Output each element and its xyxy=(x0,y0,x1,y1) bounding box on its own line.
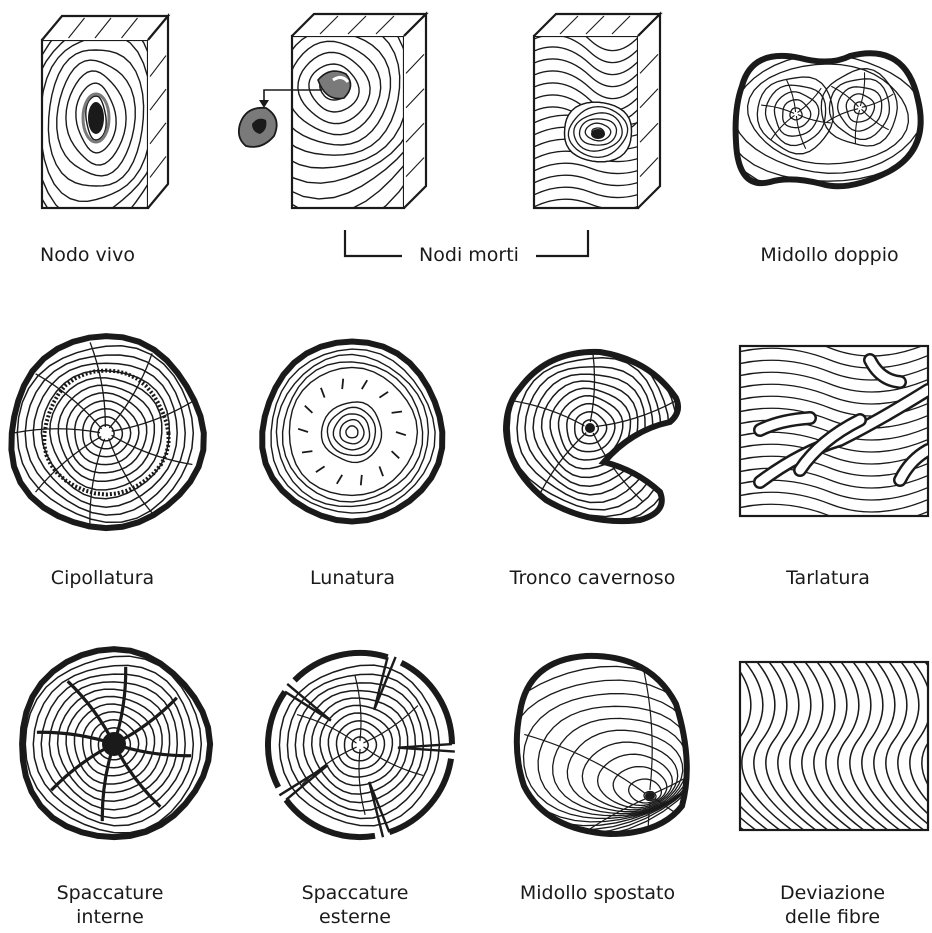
tarlatura-fibre xyxy=(730,504,932,524)
midollo-doppio-b-crack xyxy=(862,109,889,130)
nodo-morto-illustration-1 xyxy=(222,0,447,228)
nodo-morto-2-lines xyxy=(528,22,650,210)
tronco-cavernoso-pith xyxy=(585,423,595,433)
label-nodi-morti: Nodi morti xyxy=(405,243,533,267)
cipollatura-illustration xyxy=(11,336,203,528)
midollo-doppio-a-crack xyxy=(798,115,831,123)
midollo-doppio-outer-ring xyxy=(734,55,923,174)
cipollatura-bark xyxy=(11,336,203,528)
nodi-morti-bracket-left xyxy=(345,230,402,256)
nodo-morto-2-fibre xyxy=(528,175,650,186)
tarlatura-fibre xyxy=(730,348,932,368)
spaccature-esterne-bark xyxy=(268,692,285,788)
midollo-doppio-ring-a xyxy=(783,100,811,128)
nodi-morti-bracket-right xyxy=(536,230,588,256)
spaccature-esterne-illustration xyxy=(268,653,455,837)
midollo-doppio-outer-ring xyxy=(715,34,932,194)
label-tarlatura: Tarlatura xyxy=(768,566,888,590)
midollo-doppio-b-crack xyxy=(860,72,864,106)
tarlatura-fibre xyxy=(730,324,932,344)
deviazione-fibre xyxy=(680,656,740,836)
spaccature-interne-core xyxy=(102,732,126,756)
lunatura-heart-ring xyxy=(340,420,364,444)
midollo-spostato-ring xyxy=(582,742,677,810)
spaccature-esterne-crack xyxy=(364,747,424,776)
lunatura-moon-mark xyxy=(321,388,325,398)
lunatura-moon-mark xyxy=(396,432,406,435)
label-midollo-doppio: Midollo doppio xyxy=(742,243,917,267)
lunatura-heart-ring xyxy=(346,426,358,438)
nodo-vivo-illustration xyxy=(4,0,187,275)
nodo-morto-illustration-2 xyxy=(528,14,660,210)
lunatura-moon-mark xyxy=(337,475,342,484)
lunatura-moon-mark xyxy=(298,429,308,432)
lunatura-moon-mark xyxy=(305,406,313,413)
label-nodo-vivo: Nodo vivo xyxy=(40,243,180,267)
midollo-doppio-ring-a xyxy=(774,92,818,136)
midollo-spostato-ring xyxy=(479,653,712,830)
label-cipollatura: Cipollatura xyxy=(30,566,175,590)
label-spaccature-interne: Spaccatureinterne xyxy=(40,881,180,929)
nodo-vivo-block-side xyxy=(148,16,168,208)
lunatura-heart-ring xyxy=(322,402,382,463)
nodo-morto-2-fibre xyxy=(528,163,650,174)
lunatura-outer-ring xyxy=(289,367,417,495)
nodo-vivo-knot xyxy=(88,102,104,134)
spaccature-esterne-crack xyxy=(355,675,361,741)
spaccature-interne-illustration xyxy=(22,649,210,837)
cipollatura-shake-ring xyxy=(44,371,168,495)
lunatura-outer-ring xyxy=(271,349,435,513)
spaccature-esterne-bark xyxy=(401,663,452,744)
midollo-spostato-pith xyxy=(645,792,655,800)
nodo-morto-2-fibre xyxy=(528,187,650,198)
spaccature-esterne-bark xyxy=(295,653,388,680)
label-lunatura: Lunatura xyxy=(290,566,415,590)
label-midollo-spostato: Midollo spostato xyxy=(500,881,695,905)
nodo-morto-2-block-side xyxy=(638,14,660,208)
lunatura-moon-mark xyxy=(379,392,388,398)
tronco-cavernoso-illustration xyxy=(462,298,719,555)
tarlatura-illustration xyxy=(730,324,932,548)
midollo-doppio-illustration xyxy=(699,12,932,215)
lunatura-moon-mark xyxy=(361,475,362,485)
lunatura-moon-mark xyxy=(342,379,343,389)
midollo-doppio-a-crack xyxy=(786,79,795,112)
lunatura-moon-mark xyxy=(379,466,383,476)
lunatura-moon-mark xyxy=(392,412,402,413)
lunatura-moon-mark xyxy=(392,451,400,458)
midollo-spostato-crack xyxy=(655,799,776,858)
nodo-morto-1-block-side xyxy=(404,14,426,208)
cipollatura-crack xyxy=(14,429,100,433)
nodo-morto-2-core xyxy=(591,129,605,139)
label-tronco-cavernoso: Tronco cavernoso xyxy=(490,566,695,590)
tarlatura-fibre xyxy=(730,492,932,512)
midollo-doppio-bark xyxy=(736,53,921,186)
tarlatura-fibre xyxy=(730,516,932,536)
spaccature-esterne-crack xyxy=(359,749,365,815)
spaccature-esterne-ring xyxy=(320,705,400,785)
nodo-vivo-block-top xyxy=(42,16,168,40)
lunatura-outer-ring xyxy=(283,362,423,502)
nodo-morto-1-arrowhead xyxy=(259,100,269,108)
cipollatura-crack xyxy=(109,353,152,428)
label-spaccature-esterne: Spaccatureesterne xyxy=(285,881,425,929)
midollo-spostato-crack xyxy=(534,799,645,874)
lunatura-outer-ring xyxy=(276,354,428,506)
lunatura-moon-mark xyxy=(316,466,325,472)
tarlatura-grain xyxy=(730,324,932,548)
lunatura-moon-mark xyxy=(302,451,312,452)
label-deviazione-fibre: Deviazionedelle fibre xyxy=(765,881,900,929)
deviazione-fibre xyxy=(884,656,932,836)
lunatura-illustration xyxy=(262,342,442,522)
lunatura-moon-mark xyxy=(362,380,367,389)
tarlatura-fibre xyxy=(730,528,932,548)
